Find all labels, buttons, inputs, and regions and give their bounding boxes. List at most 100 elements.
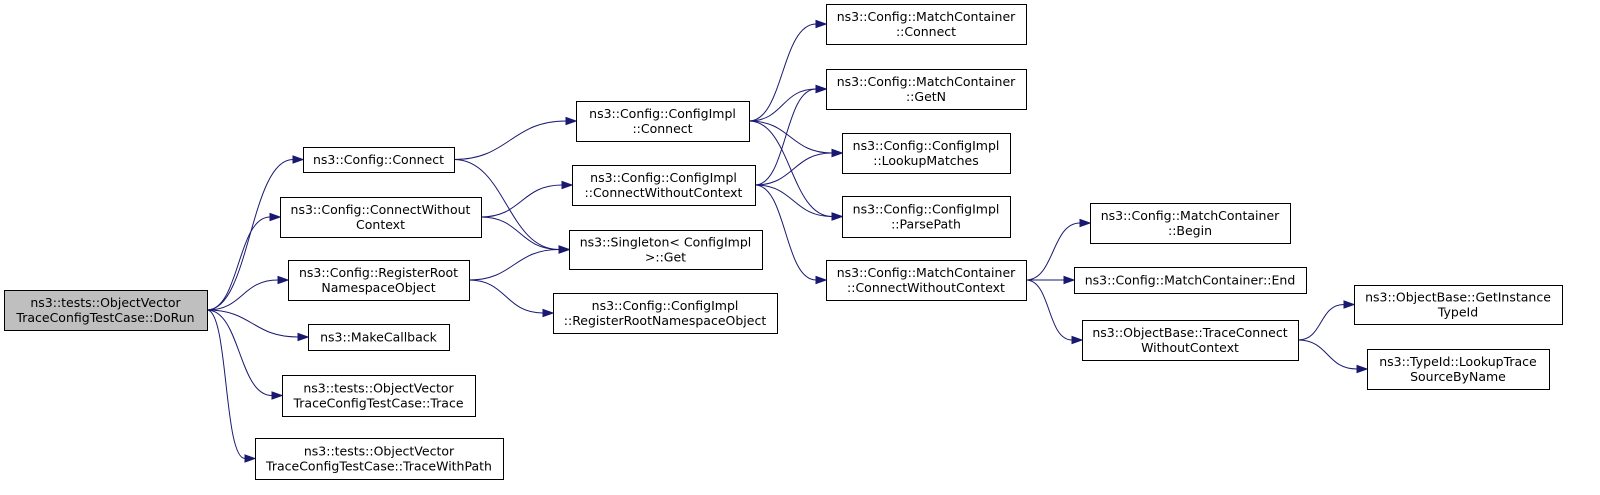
edge-line xyxy=(206,279,279,311)
arrowhead-icon xyxy=(815,84,828,94)
node-label-line: >::Get xyxy=(645,250,686,265)
node-label-line: TraceConfigTestCase::TraceWithPath xyxy=(265,459,492,474)
node-box xyxy=(282,375,476,417)
edge-line xyxy=(754,184,817,281)
arrowhead-icon xyxy=(565,116,578,126)
node-box xyxy=(303,147,455,173)
node-label-line: ns3::Singleton< ConfigImpl xyxy=(580,235,752,250)
node-label-line: ::GetN xyxy=(906,89,946,104)
arrowhead-icon xyxy=(831,212,844,221)
edge-line xyxy=(453,120,567,160)
edge-config_connect_without_context-to-configimpl_connect_without_context xyxy=(480,180,574,218)
node-trace-with-path[interactable]: ns3::tests::ObjectVectorTraceConfigTestC… xyxy=(255,438,504,480)
arrowhead-icon xyxy=(292,155,305,164)
node-configimpl-register-root[interactable]: ns3::Config::ConfigImpl::RegisterRootNam… xyxy=(553,293,778,334)
node-make-callback[interactable]: ns3::MakeCallback xyxy=(308,324,450,351)
edge-line xyxy=(206,309,246,459)
edge-line xyxy=(748,23,817,122)
node-trace[interactable]: ns3::tests::ObjectVectorTraceConfigTestC… xyxy=(282,375,476,417)
arrowhead-icon xyxy=(271,391,284,400)
edge-dorun-to-config_connect xyxy=(206,155,305,311)
edge-config_connect_without_context-to-singleton_get xyxy=(480,216,571,254)
node-singleton-get[interactable]: ns3::Singleton< ConfigImpl>::Get xyxy=(569,230,763,270)
node-configimpl-connect[interactable]: ns3::Config::ConfigImpl::Connect xyxy=(576,101,750,142)
arrowhead-icon xyxy=(831,148,844,158)
edge-configimpl_connect-to-mc_connect xyxy=(748,19,828,122)
edge-config_register_root-to-singleton_get xyxy=(468,245,571,281)
node-mc-begin[interactable]: ns3::Config::MatchContainer::Begin xyxy=(1090,203,1291,244)
node-label-line: NamespaceObject xyxy=(321,280,435,295)
node-box xyxy=(4,290,208,331)
node-configimpl-connect-without-context[interactable]: ns3::Config::ConfigImpl::ConnectWithoutC… xyxy=(572,165,756,206)
arrowhead-icon xyxy=(269,212,282,222)
node-label-line: TypeId xyxy=(1437,305,1478,320)
edge-dorun-to-make_callback xyxy=(206,309,310,342)
node-mc-end[interactable]: ns3::Config::MatchContainer::End xyxy=(1074,267,1307,294)
node-box xyxy=(1354,285,1563,325)
arrowhead-icon xyxy=(1063,275,1076,285)
node-box xyxy=(826,260,1027,301)
node-label-line: ns3::Config::ConfigImpl xyxy=(589,106,736,121)
node-label-line: ns3::ObjectBase::TraceConnect xyxy=(1092,325,1287,340)
node-label-line: ns3::Config::MatchContainer xyxy=(837,74,1016,89)
edge-line xyxy=(468,279,544,314)
node-box xyxy=(576,101,750,142)
node-box xyxy=(280,197,482,238)
node-mc-connect[interactable]: ns3::Config::MatchContainer::Connect xyxy=(826,4,1027,45)
arrowhead-icon xyxy=(561,180,574,190)
edge-line xyxy=(480,216,560,250)
node-label-line: ns3::Config::ConfigImpl xyxy=(590,170,737,185)
node-label-line: ::LookupMatches xyxy=(873,153,979,168)
edge-line xyxy=(1025,279,1073,341)
node-label-line: ns3::Config::MatchContainer::End xyxy=(1085,273,1296,288)
node-label-line: ns3::Config::Connect xyxy=(313,152,444,167)
node-label-line: ns3::Config::ConfigImpl xyxy=(592,298,739,313)
edge-line xyxy=(1025,222,1081,281)
node-label-line: ns3::Config::MatchContainer xyxy=(1101,208,1280,223)
node-label-line: ns3::Config::MatchContainer xyxy=(837,265,1016,280)
edge-line xyxy=(748,120,833,217)
node-dorun[interactable]: ns3::tests::ObjectVectorTraceConfigTestC… xyxy=(4,290,208,331)
edge-line xyxy=(754,88,817,186)
node-label-line: ::Connect xyxy=(896,24,956,39)
node-label-line: WithoutContext xyxy=(1141,340,1239,355)
node-label-line: ns3::Config::ConfigImpl xyxy=(853,202,1000,217)
node-configimpl-lookup-matches[interactable]: ns3::Config::ConfigImpl::LookupMatches xyxy=(842,133,1011,174)
edge-line xyxy=(206,159,294,311)
edge-line xyxy=(748,88,817,122)
arrowhead-icon xyxy=(1356,364,1369,374)
node-label-line: ns3::Config::ConnectWithout xyxy=(291,202,471,217)
node-mc-connect-without-context[interactable]: ns3::Config::MatchContainer::ConnectWith… xyxy=(826,260,1027,301)
node-mc-getn[interactable]: ns3::Config::MatchContainer::GetN xyxy=(826,69,1027,110)
node-box xyxy=(1082,320,1299,361)
edge-config_register_root-to-configimpl_register_root xyxy=(468,279,555,318)
node-configimpl-parse-path[interactable]: ns3::Config::ConfigImpl::ParsePath xyxy=(842,196,1011,238)
edge-dorun-to-config_register_root xyxy=(206,275,290,311)
node-label-line: ns3::tests::ObjectVector xyxy=(30,295,181,310)
node-config-connect[interactable]: ns3::Config::Connect xyxy=(303,147,455,173)
node-label-line: ::ParsePath xyxy=(891,217,961,232)
node-label-line: ::Begin xyxy=(1168,223,1212,238)
edge-configimpl_connect-to-configimpl_lookup_matches xyxy=(748,120,844,158)
edge-configimpl_connect-to-mc_getn xyxy=(748,84,828,122)
node-label-line: TraceConfigTestCase::DoRun xyxy=(15,310,194,325)
node-box xyxy=(842,196,1011,238)
edge-line xyxy=(1297,304,1345,341)
arrowhead-icon xyxy=(1343,300,1356,309)
node-box xyxy=(308,324,450,351)
node-label-line: ns3::tests::ObjectVector xyxy=(303,381,454,396)
node-config-register-root[interactable]: ns3::Config::RegisterRootNamespaceObject xyxy=(288,260,470,301)
edge-line xyxy=(1297,339,1358,370)
node-box xyxy=(255,438,504,480)
arrowhead-icon xyxy=(815,19,828,29)
edge-line xyxy=(206,309,273,396)
node-config-connect-without-context[interactable]: ns3::Config::ConnectWithoutContext xyxy=(280,197,482,238)
edge-line xyxy=(748,120,833,154)
edge-configimpl_connect_without_context-to-configimpl_parse_path xyxy=(754,184,844,221)
node-box xyxy=(288,260,470,301)
node-label-line: ns3::Config::MatchContainer xyxy=(837,9,1016,24)
node-objectbase-trace-connect[interactable]: ns3::ObjectBase::TraceConnectWithoutCont… xyxy=(1082,320,1299,361)
